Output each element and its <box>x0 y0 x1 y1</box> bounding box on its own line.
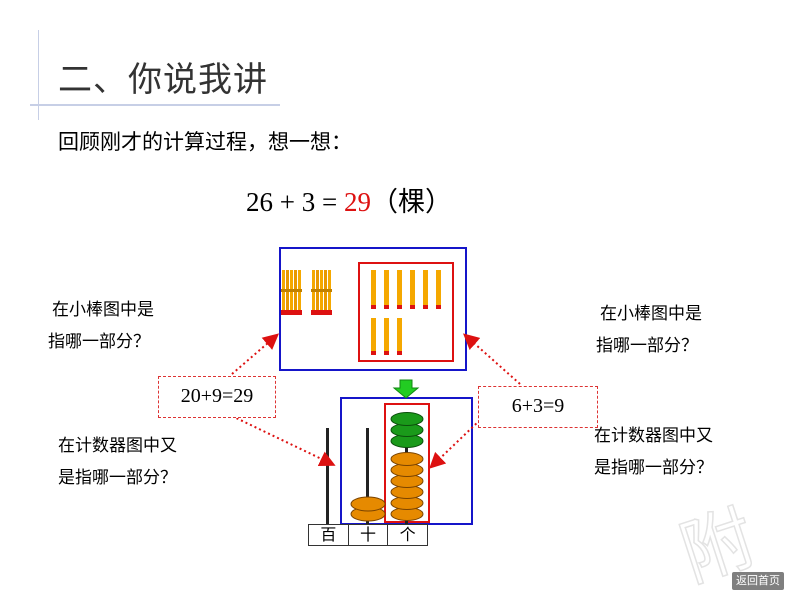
place-value-labels: 百 十 个 <box>308 524 428 546</box>
equation-left: 26 + 3 = <box>246 187 344 217</box>
back-to-home-button[interactable]: 返回首页 <box>732 572 784 590</box>
connector-arrows <box>231 333 521 469</box>
single-sticks-highlight <box>358 262 454 362</box>
callout-line: 是指哪一部分？ <box>594 458 713 478</box>
callout-line: 指哪一部分？ <box>596 336 698 356</box>
callout-left-top: 在小棒图中是 指哪一部分？ <box>48 294 154 358</box>
stick-diagram-frame <box>279 247 467 371</box>
single-sticks <box>371 270 441 355</box>
hundreds-rod <box>326 428 329 524</box>
callout-right-bottom: 在计数器图中又 是指哪一部分？ <box>594 420 713 484</box>
down-arrow-icon <box>392 379 420 399</box>
header-vertical-rule <box>38 30 39 120</box>
header-horizontal-rule <box>30 104 280 106</box>
ones-beads <box>390 412 424 521</box>
callout-line: 指哪一部分？ <box>48 332 150 352</box>
place-label-hundreds: 百 <box>309 525 349 545</box>
place-label-ones: 个 <box>399 525 416 544</box>
stick-bundle-1 <box>281 270 302 315</box>
page-title: 二、你说我讲 <box>58 60 268 100</box>
callout-line: 在小棒图中是 <box>600 304 702 324</box>
place-label-tens: 十 <box>349 525 389 545</box>
callout-line: 在计数器图中又 <box>594 426 713 446</box>
equation-answer: 29 <box>343 187 371 217</box>
tens-rod <box>366 428 369 524</box>
callout-right-top: 在小棒图中是 指哪一部分？ <box>596 298 702 362</box>
callout-left-bottom: 在计数器图中又 是指哪一部分？ <box>58 430 177 494</box>
label-box-left: 20+9=29 <box>158 376 276 418</box>
callout-line: 在小棒图中是 <box>52 300 154 320</box>
equation: 26 + 3 = 29（棵） <box>246 180 452 219</box>
tens-beads <box>350 496 386 522</box>
stick-bundle-2 <box>311 270 332 315</box>
question-text: 回顾刚才的计算过程，想一想： <box>58 130 352 154</box>
equation-unit: （棵） <box>370 187 452 217</box>
label-box-right: 6+3=9 <box>478 386 598 428</box>
callout-line: 在计数器图中又 <box>58 436 177 456</box>
callout-line: 是指哪一部分？ <box>58 468 177 488</box>
